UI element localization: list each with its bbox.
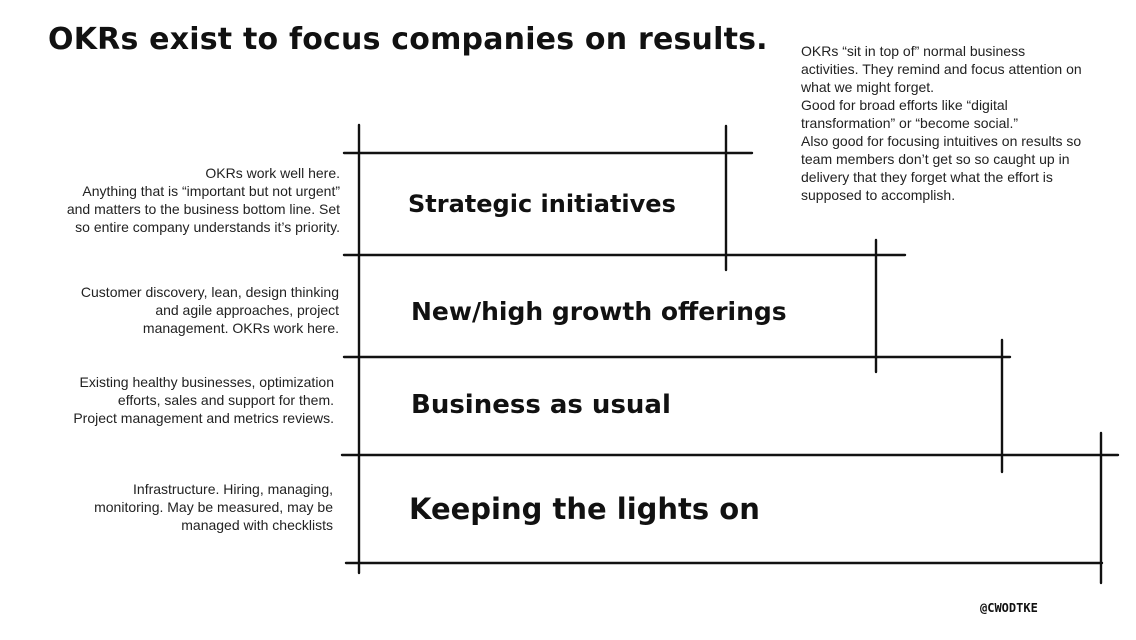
layer-label-lights: Keeping the lights on	[409, 492, 760, 526]
note-line: Good for broad efforts like “digital	[801, 97, 1008, 113]
okr-overview-note: OKRs “sit in top of” normal business act…	[801, 42, 1082, 204]
note-line: monitoring. May be measured, may be	[94, 499, 333, 515]
note-line: what we might forget.	[801, 79, 935, 95]
note-line: so entire company understands it’s prior…	[75, 219, 340, 235]
layer-label-strategic: Strategic initiatives	[408, 190, 676, 218]
note-line: Customer discovery, lean, design thinkin…	[80, 284, 339, 300]
note-line: efforts, sales and support for them.	[117, 392, 334, 408]
note-line: team members don’t get so so caught up i…	[801, 151, 1070, 167]
author-signature: @CWODTKE	[980, 601, 1038, 615]
layer-note-lights: Infrastructure. Hiring, managing, monito…	[94, 480, 333, 534]
note-line: and matters to the business bottom line.…	[66, 201, 340, 217]
note-line: supposed to accomplish.	[801, 187, 956, 203]
layer-note-growth: Customer discovery, lean, design thinkin…	[81, 283, 339, 337]
layer-label-growth: New/high growth offerings	[411, 297, 787, 326]
note-line: OKRs work well here.	[205, 165, 340, 181]
note-line: Infrastructure. Hiring, managing,	[133, 481, 333, 497]
note-line: activities. They remind and focus attent…	[801, 61, 1082, 77]
slide-title: OKRs exist to focus companies on results…	[48, 22, 768, 57]
note-line: managed with checklists	[181, 517, 333, 533]
layer-label-business: Business as usual	[411, 390, 671, 420]
layer-note-strategic: OKRs work well here. Anything that is “i…	[67, 164, 340, 236]
note-line: Project management and metrics reviews.	[73, 410, 334, 426]
note-line: and agile approaches, project	[155, 302, 339, 318]
note-line: delivery that they forget what the effor…	[801, 169, 1053, 185]
note-line: OKRs “sit in top of” normal business	[801, 43, 1026, 59]
note-line: Also good for focusing intuitives on res…	[801, 133, 1082, 149]
note-line: Existing healthy businesses, optimizatio…	[79, 374, 334, 390]
note-line: Anything that is “important but not urge…	[82, 183, 340, 199]
note-line: transformation” or “become social.”	[801, 115, 1019, 131]
note-line: management. OKRs work here.	[142, 320, 339, 336]
layer-note-business: Existing healthy businesses, optimizatio…	[73, 373, 334, 427]
